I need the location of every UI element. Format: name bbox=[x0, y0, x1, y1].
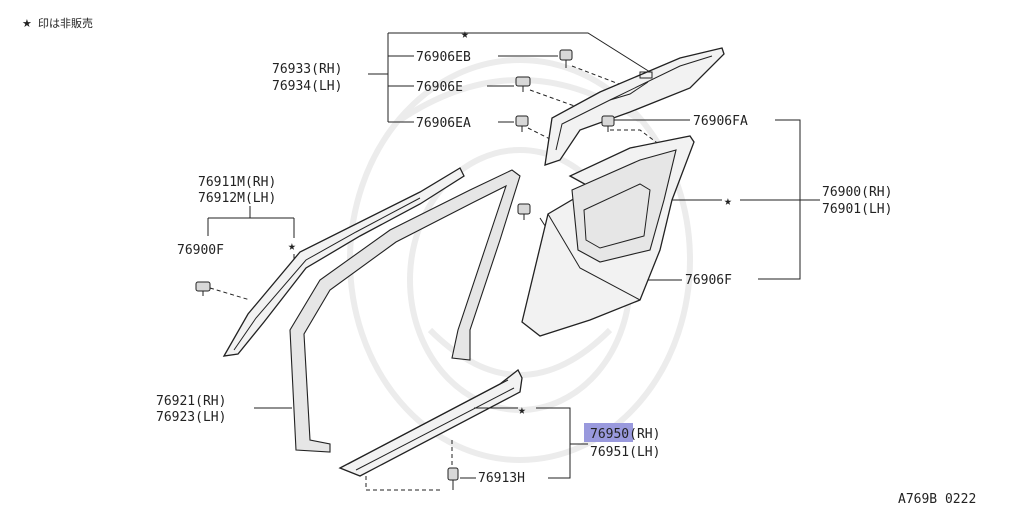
diagram-code: A769B 0222 bbox=[898, 492, 976, 507]
star-icon-76911M: ★ bbox=[288, 239, 296, 254]
dash-76900F bbox=[209, 287, 251, 301]
label-76900F: 76900F bbox=[177, 243, 224, 258]
label-76912M: 76912M(LH) bbox=[198, 191, 276, 206]
label-76934: 76934(LH) bbox=[272, 79, 342, 94]
legend-note-text: 印は非販売 bbox=[38, 17, 93, 30]
dash-76906EB bbox=[571, 65, 641, 93]
label-76906F: 76906F bbox=[685, 273, 732, 288]
a-pillar-trim-part bbox=[222, 167, 465, 357]
label-76921: 76921(RH) bbox=[156, 394, 226, 409]
clip-76900F-icon bbox=[195, 281, 211, 296]
dash-76913H bbox=[365, 440, 453, 491]
label-76906FA: 76906FA bbox=[693, 114, 748, 129]
star-icon-76900: ★ bbox=[724, 194, 732, 209]
label-76923: 76923(LH) bbox=[156, 410, 226, 425]
label-76906E: 76906E bbox=[416, 80, 463, 95]
quarter-trim-part bbox=[521, 135, 695, 337]
dash-76906FA bbox=[610, 129, 665, 149]
star-icon-76950: ★ bbox=[518, 403, 526, 418]
clip-76906FA-icon bbox=[601, 115, 615, 132]
sill-plate-part bbox=[338, 369, 523, 477]
label-76913H: 76913H bbox=[478, 471, 525, 486]
clip-76906EA-icon bbox=[515, 115, 529, 132]
door-weatherstrip-part bbox=[289, 169, 521, 453]
label-76911M: 76911M(RH) bbox=[198, 175, 276, 190]
leader-76933-bracket bbox=[368, 32, 651, 123]
legend-star-icon: ★ bbox=[22, 17, 32, 30]
upper-pillar-trim-part bbox=[544, 47, 725, 166]
label-76950[interactable]: 76950(RH) bbox=[590, 427, 660, 442]
label-76900: 76900(RH) bbox=[822, 185, 892, 200]
label-76901: 76901(LH) bbox=[822, 202, 892, 217]
highlight-76950 bbox=[584, 423, 633, 442]
clip-76906EB-icon bbox=[559, 49, 573, 68]
label-76906EB: 76906EB bbox=[416, 50, 471, 65]
star-icon-top: ★ bbox=[461, 27, 469, 42]
leader-76911M-bracket bbox=[207, 206, 295, 268]
dash-76906EA bbox=[527, 127, 553, 141]
leader-76950-bracket bbox=[474, 407, 588, 479]
dash-76906E bbox=[529, 89, 581, 109]
label-76933: 76933(RH) bbox=[272, 62, 342, 77]
label-76906EA: 76906EA bbox=[416, 116, 471, 131]
clip-76913H-icon bbox=[447, 467, 459, 490]
clip-76906F-icon bbox=[517, 203, 531, 220]
clip-76906E-icon bbox=[515, 76, 531, 92]
label-76951: 76951(LH) bbox=[590, 445, 660, 460]
